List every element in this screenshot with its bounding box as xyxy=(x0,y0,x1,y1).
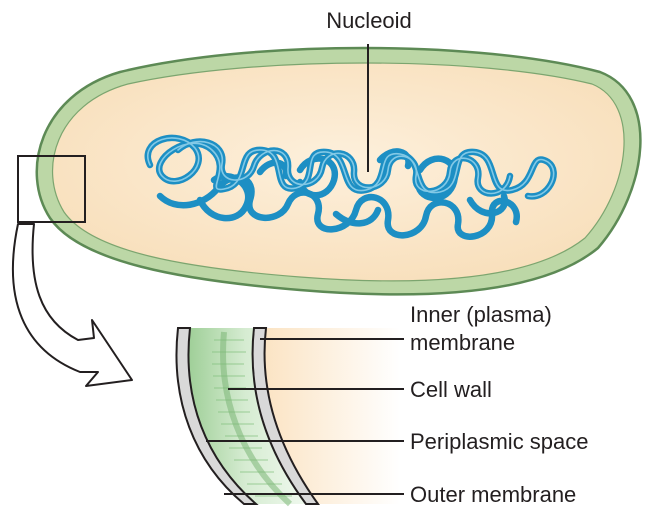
cell-wall-label: Cell wall xyxy=(410,377,492,402)
outer-membrane-label: Outer membrane xyxy=(410,482,576,507)
cytoplasm xyxy=(53,63,625,281)
nucleoid-label: Nucleoid xyxy=(326,8,412,33)
cell-envelope-inset xyxy=(176,328,400,504)
bacterial-cell xyxy=(37,48,641,294)
periplasmic-space-label: Periplasmic space xyxy=(410,429,589,454)
inner-membrane-label-line2: membrane xyxy=(410,330,515,355)
inner-membrane-label-line1: Inner (plasma) xyxy=(410,302,552,327)
